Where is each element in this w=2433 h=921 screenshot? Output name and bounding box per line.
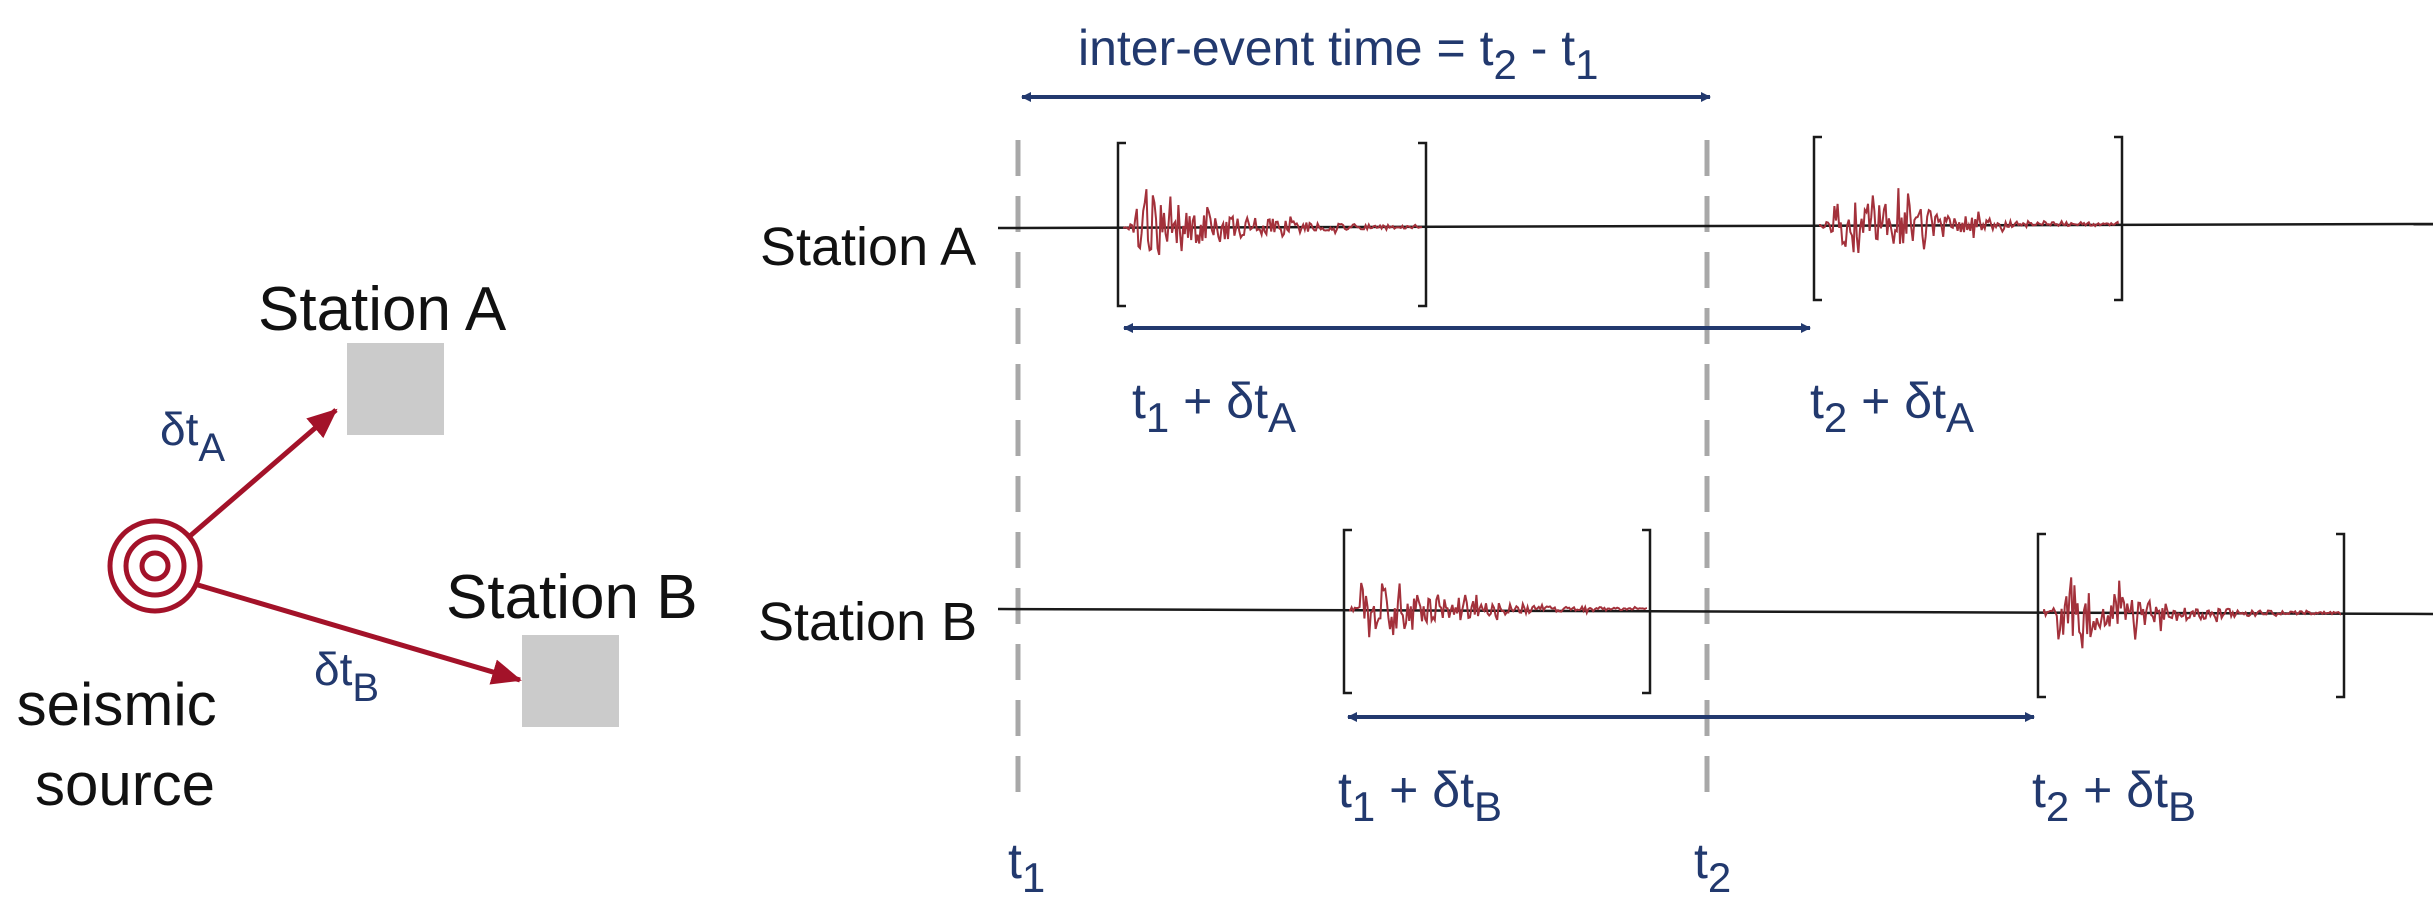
arrival-a1-label: t1 + δtA	[1132, 373, 1296, 441]
waveform-b-event-2	[2043, 577, 2341, 649]
arrival-b1-label: t1 + δtB	[1338, 762, 1502, 830]
bracket-a1-left	[1116, 141, 1126, 308]
station-a-map-label: Station A	[258, 275, 507, 344]
t1-label: t1	[1008, 833, 1045, 901]
ray-to-station-b	[197, 582, 522, 685]
ray-to-station-a	[188, 408, 338, 538]
t2-label: t2	[1694, 833, 1731, 901]
arrival-a2-label: t2 + δtA	[1810, 373, 1974, 441]
station-a-trace-label: Station A	[760, 217, 976, 277]
arrival-b2-label: t2 + δtB	[2032, 762, 2196, 830]
bracket-b2-left	[2036, 532, 2046, 699]
waveform-a-event-2	[1819, 188, 2119, 253]
inter-event-label: inter-event time = t2 - t1	[1078, 20, 1599, 88]
station-b-map-label: Station B	[446, 563, 698, 632]
station-a-marker	[347, 343, 444, 435]
station-b-marker	[522, 635, 619, 727]
bracket-b1-left	[1342, 528, 1352, 695]
bracket-a2-left	[1812, 135, 1822, 302]
bracket-b1-right	[1642, 528, 1652, 695]
delay-a-label: δtA	[160, 403, 225, 470]
time-traces: inter-event time = t2 - t1 Station A Sta…	[758, 20, 2433, 901]
delay-b-label: δtB	[314, 643, 379, 710]
waveform-b-event-1	[1349, 582, 1647, 638]
station-a-trace-line	[997, 222, 2433, 230]
waveform-a-event-1	[1123, 189, 1423, 256]
source-label: seismic source	[17, 671, 234, 818]
bracket-a1-right	[1418, 141, 1428, 308]
source-map: Station A Station B δtA δtB seismic sour…	[17, 275, 698, 818]
bracket-a2-right	[2114, 135, 2124, 302]
station-b-trace-label: Station B	[758, 592, 977, 652]
seismic-source-icon	[107, 518, 203, 614]
bracket-b2-right	[2336, 532, 2346, 699]
